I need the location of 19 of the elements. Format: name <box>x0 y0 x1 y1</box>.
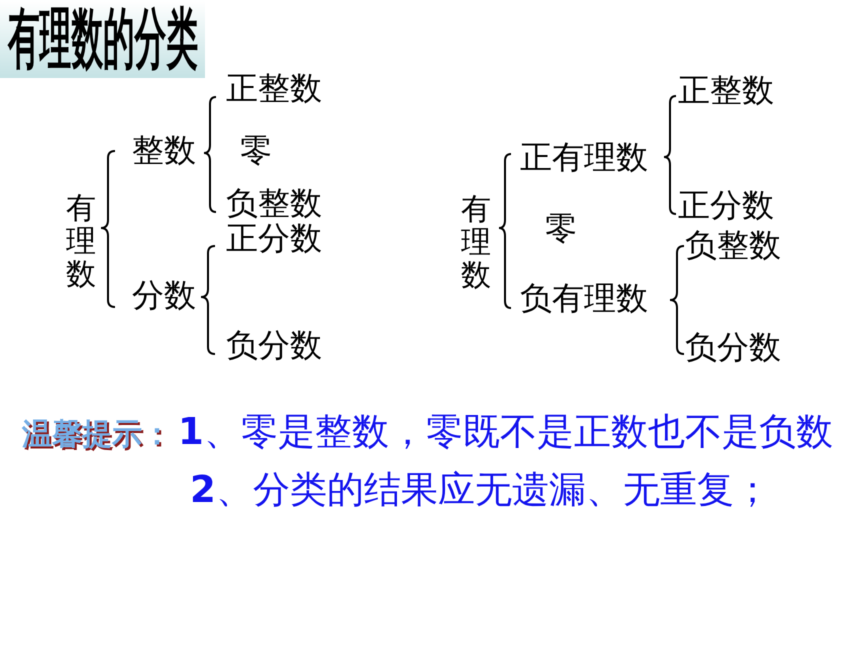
category-label: 零 <box>545 212 577 244</box>
category-label: 分数 <box>132 279 196 311</box>
note-text: 2、分类的结果应无遗漏、无重复； <box>190 471 771 508</box>
subcategory-label: 负分数 <box>226 329 322 361</box>
subcategory-label: 负整数 <box>685 229 781 261</box>
category-label: 负有理数 <box>520 282 648 314</box>
tip-heading: 温馨提示： <box>22 420 172 450</box>
note-text: 1、零是整数，零既不是正数也不是负数 <box>178 413 833 450</box>
root-label: 有理数 <box>461 193 491 292</box>
subcategory-label: 负分数 <box>685 331 781 363</box>
subcategory-label: 正整数 <box>678 74 774 106</box>
category-label: 整数 <box>132 134 196 166</box>
category-label: 正有理数 <box>520 141 648 173</box>
root-label: 有理数 <box>66 192 96 291</box>
subcategory-label: 正分数 <box>678 189 774 221</box>
subcategory-label: 零 <box>240 134 272 166</box>
subcategory-label: 负整数 <box>226 187 322 219</box>
subcategory-label: 正整数 <box>226 72 322 104</box>
subcategory-label: 正分数 <box>226 222 322 254</box>
